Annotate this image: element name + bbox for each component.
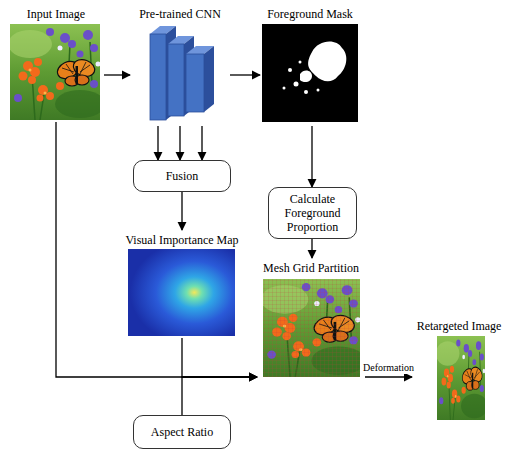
image-heading: Retargeted Image [412, 316, 506, 335]
box-label: Aspect Ratio [151, 425, 213, 439]
image-node: Retargeted Image [412, 316, 506, 422]
box-label: Fusion [166, 169, 199, 183]
connector [56, 122, 257, 377]
box-label: Calculate Foreground Proportion [274, 192, 351, 234]
connector [182, 338, 257, 377]
image-heading: Input Image [8, 4, 104, 23]
mesh-grid-picture [261, 279, 366, 377]
image-heading: Pre-trained CNN [130, 4, 230, 23]
connector [311, 239, 312, 258]
flower-photo [436, 336, 488, 420]
retargeted-picture [436, 336, 488, 420]
image-node: Mesh Grid Partition [257, 258, 365, 380]
cnn-blocks [150, 26, 214, 120]
edge-label: Deformation [362, 362, 415, 374]
connector [201, 126, 202, 160]
cnn-node: Pre-trained CNN [130, 4, 230, 126]
connector [157, 126, 158, 160]
foreground-mask-picture [262, 24, 358, 122]
image-heading: Foreground Mask [260, 4, 360, 23]
image-node: Foreground Mask [260, 4, 360, 126]
connector [181, 192, 182, 230]
connector [179, 126, 180, 160]
image-node: Input Image [8, 4, 104, 122]
visual-importance-picture [128, 249, 235, 336]
connector [182, 377, 257, 415]
process-box: Fusion [133, 160, 231, 192]
connector [230, 74, 260, 75]
process-box: Aspect Ratio [133, 415, 231, 449]
process-box: Calculate Foreground Proportion [268, 187, 357, 239]
connector [104, 74, 130, 75]
input-image-picture [8, 24, 105, 120]
connector [311, 126, 312, 187]
connector [365, 376, 412, 377]
image-heading: Mesh Grid Partition [257, 258, 365, 277]
image-heading: Visual Importance Map [119, 230, 245, 249]
image-node: Visual Importance Map [119, 230, 245, 338]
flower-photo [261, 279, 366, 377]
flower-photo [8, 24, 105, 120]
